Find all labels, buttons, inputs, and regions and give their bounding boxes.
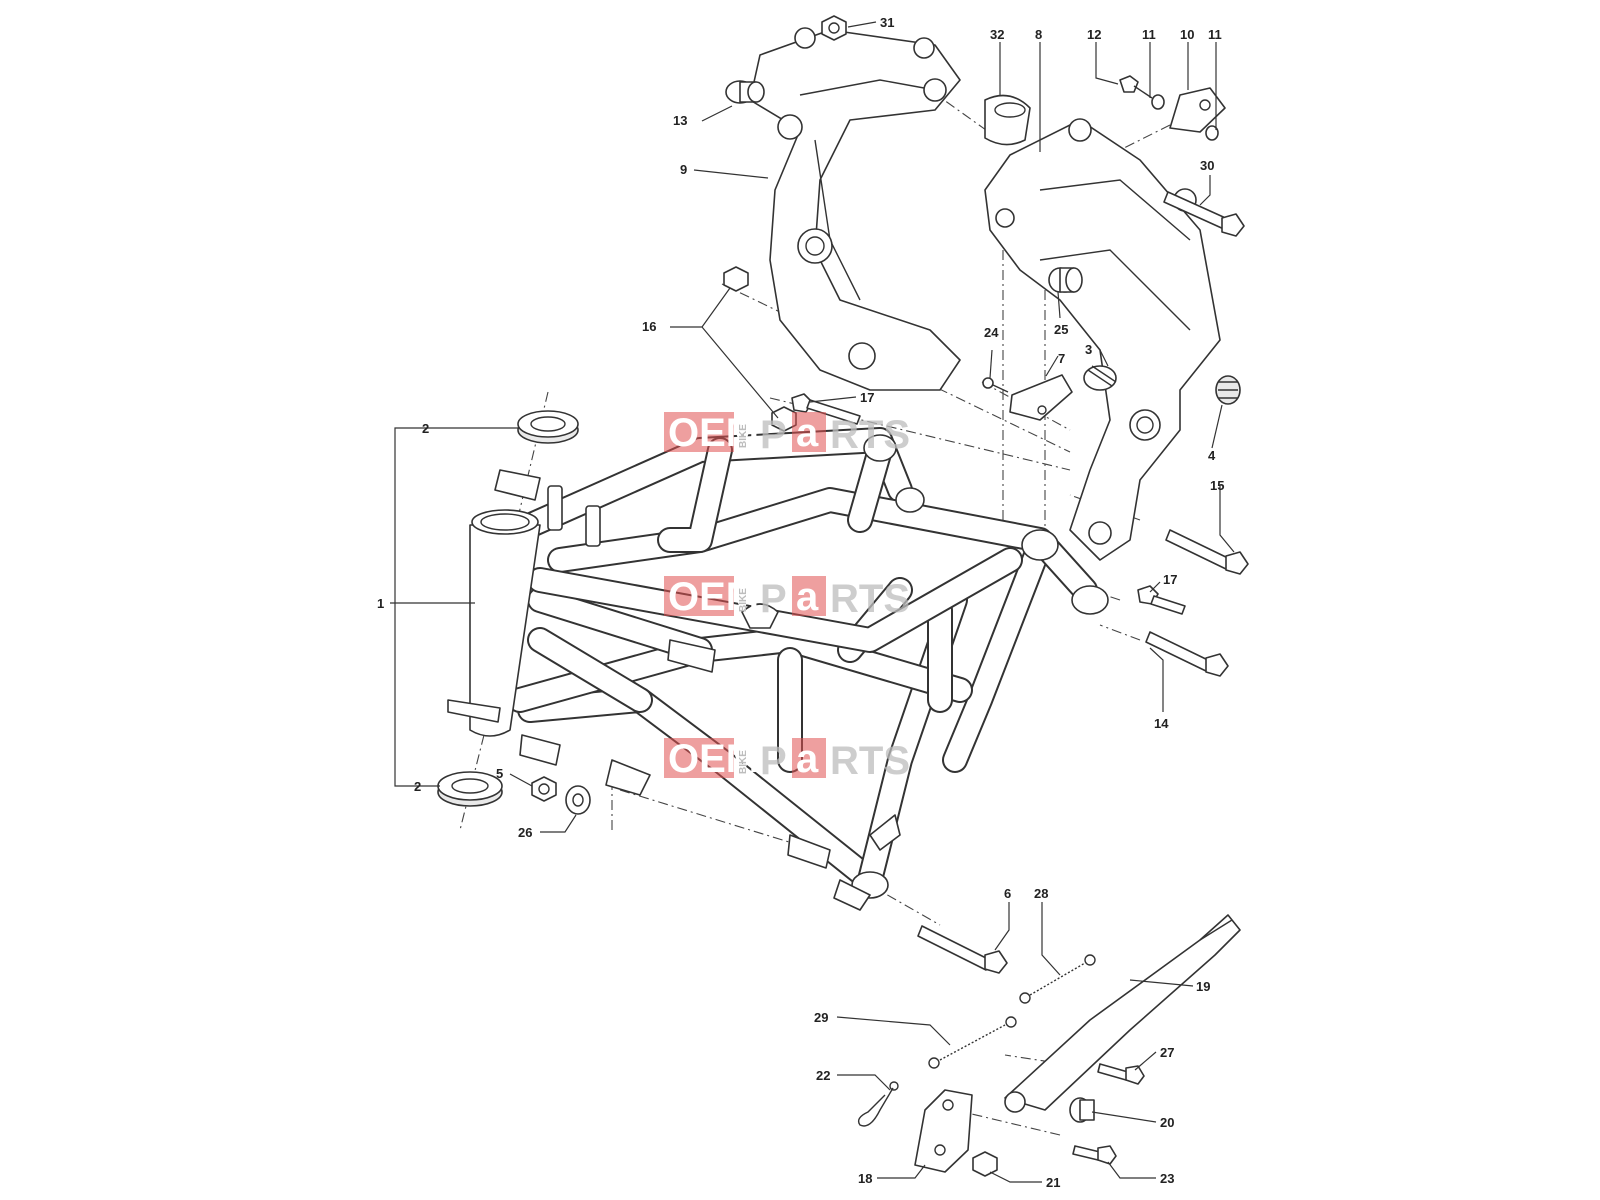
callout-26: 26 bbox=[518, 825, 532, 840]
callout-9: 9 bbox=[680, 162, 687, 177]
callout-7: 7 bbox=[1058, 351, 1065, 366]
callout-32: 32 bbox=[990, 27, 1004, 42]
callout-17a: 17 bbox=[860, 390, 874, 405]
callout-11a: 11 bbox=[1142, 27, 1156, 42]
nut-16 bbox=[723, 266, 797, 432]
svg-text:P: P bbox=[760, 739, 787, 783]
callout-28: 28 bbox=[1034, 886, 1048, 901]
leader-lines bbox=[390, 21, 1235, 1183]
callout-4: 4 bbox=[1208, 448, 1216, 463]
callout-25: 25 bbox=[1054, 322, 1068, 337]
svg-text:RTS: RTS bbox=[830, 413, 910, 457]
callout-29: 29 bbox=[814, 1010, 828, 1025]
callout-15: 15 bbox=[1210, 478, 1224, 493]
callout-10: 10 bbox=[1180, 27, 1194, 42]
callout-21: 21 bbox=[1046, 1175, 1060, 1190]
lower-steering-bearing bbox=[437, 771, 503, 807]
watermark-middle: OEM BIKE P a RTS bbox=[664, 575, 910, 621]
callout-24: 24 bbox=[984, 325, 999, 340]
bracket-18 bbox=[914, 1089, 973, 1173]
spacer-26 bbox=[565, 785, 591, 815]
nut-5 bbox=[531, 776, 557, 802]
bolt-27 bbox=[1097, 1063, 1145, 1085]
svg-text:OEM: OEM bbox=[668, 575, 759, 619]
callout-30: 30 bbox=[1200, 158, 1214, 173]
bolt-30 bbox=[1163, 191, 1245, 237]
svg-text:P: P bbox=[760, 413, 787, 457]
callout-12: 12 bbox=[1087, 27, 1101, 42]
watermark-bottom: OEM BIKE P a RTS bbox=[664, 737, 910, 783]
left-swingarm-pivot-plate bbox=[749, 27, 961, 391]
bush-25 bbox=[1048, 267, 1083, 293]
callout-3: 3 bbox=[1085, 342, 1092, 357]
callout-2-upper: 2 bbox=[422, 421, 429, 436]
svg-text:BIKE: BIKE bbox=[738, 588, 749, 612]
callout-5: 5 bbox=[496, 766, 503, 781]
callout-20: 20 bbox=[1160, 1115, 1174, 1130]
callout-31: 31 bbox=[880, 15, 894, 30]
callout-18: 18 bbox=[858, 1171, 872, 1186]
pad-7 bbox=[1009, 374, 1073, 421]
callout-23: 23 bbox=[1160, 1171, 1174, 1186]
callout-8: 8 bbox=[1035, 27, 1042, 42]
svg-text:a: a bbox=[796, 737, 819, 781]
svg-text:RTS: RTS bbox=[830, 739, 910, 783]
callout-6: 6 bbox=[1004, 886, 1011, 901]
svg-text:RTS: RTS bbox=[830, 577, 910, 621]
spring-28 bbox=[1019, 954, 1096, 1004]
nut-21 bbox=[972, 1151, 998, 1177]
callout-2-lower: 2 bbox=[414, 779, 421, 794]
upper-steering-bearing bbox=[517, 410, 579, 444]
right-swingarm-pivot-plate bbox=[984, 118, 1221, 561]
callout-17b: 17 bbox=[1163, 572, 1177, 587]
svg-text:BIKE: BIKE bbox=[738, 750, 749, 774]
bolt-12 bbox=[1119, 75, 1153, 99]
side-stand-19 bbox=[1004, 914, 1241, 1113]
callout-22: 22 bbox=[816, 1068, 830, 1083]
screw-24 bbox=[982, 377, 1009, 393]
callout-19: 19 bbox=[1196, 979, 1210, 994]
svg-text:OEM: OEM bbox=[668, 411, 759, 455]
bush-20 bbox=[1069, 1097, 1095, 1123]
svg-text:a: a bbox=[796, 411, 819, 455]
spring-plug-4 bbox=[1215, 375, 1241, 405]
bolt-6 bbox=[917, 925, 1008, 974]
callout-1: 1 bbox=[377, 596, 384, 611]
washer-11 bbox=[1151, 94, 1219, 141]
svg-text:P: P bbox=[760, 577, 787, 621]
plug-3 bbox=[1083, 365, 1117, 391]
spring-29 bbox=[928, 1016, 1017, 1069]
bush-13 bbox=[725, 80, 765, 104]
clip-22 bbox=[857, 1081, 899, 1127]
svg-text:BIKE: BIKE bbox=[738, 424, 749, 448]
svg-text:a: a bbox=[796, 575, 819, 619]
callout-14: 14 bbox=[1154, 716, 1169, 731]
bolt-15 bbox=[1165, 529, 1249, 575]
bracket-10 bbox=[1169, 87, 1226, 133]
callout-27: 27 bbox=[1160, 1045, 1174, 1060]
callout-13: 13 bbox=[673, 113, 687, 128]
bolt-17-lower bbox=[1137, 585, 1186, 615]
main-frame bbox=[447, 427, 1109, 911]
watermark-top: OEM BIKE P a RTS bbox=[664, 411, 910, 457]
callout-16: 16 bbox=[642, 319, 656, 334]
clamp-32 bbox=[984, 94, 1031, 146]
nut-31 bbox=[821, 15, 847, 41]
bolt-14 bbox=[1145, 631, 1229, 677]
bolt-23 bbox=[1072, 1145, 1117, 1165]
bolt-17-upper bbox=[791, 393, 861, 425]
callout-11b: 11 bbox=[1208, 27, 1222, 42]
callout-labels: 31 32 8 12 11 10 11 13 9 30 25 16 24 7 3… bbox=[377, 15, 1224, 1190]
svg-text:OEM: OEM bbox=[668, 737, 759, 781]
